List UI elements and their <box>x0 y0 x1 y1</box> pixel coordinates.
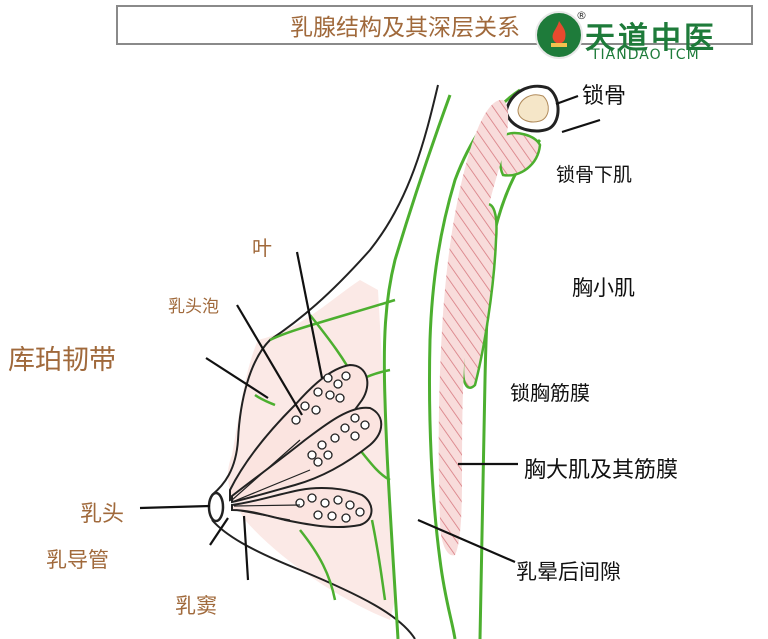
leader-nipple <box>139 504 211 510</box>
leader-retromammary <box>417 518 516 564</box>
leader-cooper <box>205 357 269 399</box>
label-acinus: 乳头泡 <box>168 297 219 317</box>
title-frame <box>116 5 753 45</box>
diagram-title: 乳腺结构及其深层关系 <box>290 15 520 41</box>
logo-name-cn: 天道中医 <box>585 21 717 56</box>
label-pectoralis-major: 胸大肌及其筋膜 <box>524 458 679 483</box>
duct-lines <box>231 439 311 521</box>
acini <box>291 371 370 523</box>
pectoralis-major-muscle <box>438 99 509 556</box>
label-nipple: 乳头 <box>80 502 125 527</box>
cooper-ligament-5 <box>370 519 387 601</box>
clavicle-inner <box>517 94 549 123</box>
leader-duct <box>209 517 229 546</box>
label-lobe: 叶 <box>252 236 272 260</box>
cooper-ligament-7 <box>254 393 276 407</box>
label-cooper-ligament: 库珀韧带 <box>8 345 116 376</box>
lobes-group <box>229 363 383 529</box>
cooper-ligament-6 <box>299 529 337 601</box>
logo-name-en: TIANDAO TCM <box>591 47 700 63</box>
cooper-ligament-4 <box>359 449 391 482</box>
registered-mark: ® <box>576 9 587 22</box>
leader-clavicle <box>555 94 579 106</box>
label-pectoralis-minor: 胸小肌 <box>572 276 635 300</box>
label-retromammary-space: 乳晕后间隙 <box>516 560 621 584</box>
label-subclavius: 锁骨下肌 <box>556 164 633 186</box>
label-clavicle: 锁骨 <box>582 84 627 109</box>
label-clavipectoral-fascia: 锁胸筋膜 <box>510 381 590 405</box>
nipple-shape <box>207 491 225 523</box>
deep-fascia <box>428 88 521 639</box>
clavipectoral-fascia-line <box>478 138 542 639</box>
logo-emblem-icon <box>535 11 583 59</box>
leader-subclavius <box>561 118 601 134</box>
brand-logo: ® 天道中医 TIANDAO TCM <box>535 9 757 63</box>
label-lactiferous-sinus: 乳窦 <box>175 594 217 618</box>
flame-icon <box>551 21 567 47</box>
leader-lobe-1 <box>295 251 324 379</box>
skin-outline <box>211 84 439 496</box>
superficial-fascia <box>382 94 452 639</box>
leader-sinus <box>242 515 250 581</box>
leader-lobe-2 <box>236 304 303 416</box>
label-lactiferous-duct: 乳导管 <box>46 548 109 572</box>
leader-lines <box>139 94 601 581</box>
